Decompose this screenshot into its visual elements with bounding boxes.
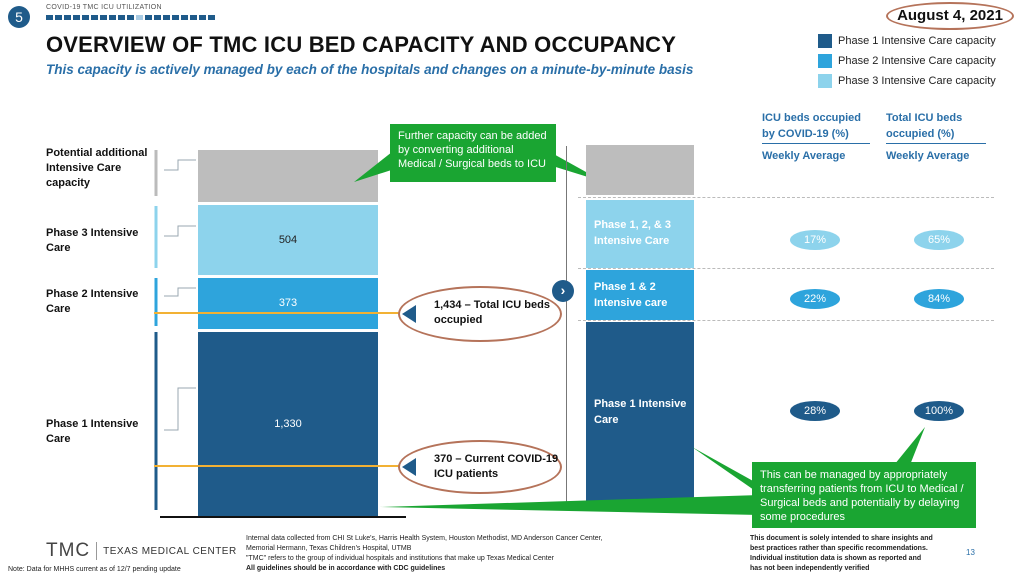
source-line: "TMC" refers to the group of individual … (246, 555, 554, 562)
bar-segment-phase2: 373 (198, 277, 378, 330)
page-subtitle: This capacity is actively managed by eac… (46, 62, 694, 77)
tmc-logo: TMC TEXAS MEDICAL CENTER (46, 540, 237, 562)
source-line: Memorial Hermann, Texas Children's Hospi… (246, 545, 412, 552)
right-bar-segment-phase123: Phase 1, 2, & 3 Intensive Care (586, 200, 694, 268)
legend-swatch-phase1 (818, 34, 832, 48)
logo-mark: TMC (46, 540, 91, 561)
data-label-phase1: 1,330 (274, 418, 302, 431)
bar-baseline (160, 516, 406, 518)
footer-disclaimer: This document is solely intended to shar… (750, 534, 933, 574)
footer-source: Internal data collected from CHI St Luke… (246, 534, 603, 574)
data-label-phase2: 373 (278, 297, 298, 310)
pill-covid-phase1: 28% (790, 401, 840, 421)
row-label-phase3: Phase 3 Intensive Care (46, 227, 139, 254)
row-divider (578, 197, 994, 198)
row-divider (578, 268, 994, 269)
legend-label: Phase 1 Intensive Care capacity (838, 35, 996, 47)
bar-segment-phase1: 1,330 (198, 332, 378, 516)
callout-covid-patients: 370 – Current COVID-19 ICU patients (398, 440, 562, 494)
legend-label: Phase 2 Intensive Care capacity (838, 55, 996, 67)
legend-item-phase1: Phase 1 Intensive Care capacity (818, 34, 996, 48)
column-subheader-covid: Weekly Average (762, 150, 846, 162)
column-subheader-total: Weekly Average (886, 150, 970, 162)
slide-number: 13 (966, 548, 975, 557)
callout-managed-note: This can be managed by appropriately tra… (752, 462, 976, 528)
header-rule (762, 143, 870, 144)
page-number-badge: 5 (8, 6, 30, 28)
column-header-covid: ICU beds occupied by COVID-19 (%) (762, 112, 862, 140)
disclaimer-line: Individual institution data is shown as … (750, 555, 922, 562)
section-kicker: COVID-19 TMC ICU UTILIZATION (46, 4, 162, 11)
legend-swatch-phase3 (818, 74, 832, 88)
logo-wordmark: TEXAS MEDICAL CENTER (103, 545, 237, 557)
data-label-phase3: 504 (278, 233, 298, 246)
callout-further-capacity: Further capacity can be added by convert… (390, 124, 556, 182)
row-label-phase2: Phase 2 Intensive Care (46, 288, 139, 315)
section-progress-bar (46, 15, 215, 20)
callout-total-occupied: 1,434 – Total ICU beds occupied (398, 286, 562, 342)
legend-item-phase2: Phase 2 Intensive Care capacity (818, 54, 996, 68)
legend-label: Phase 3 Intensive Care capacity (838, 75, 996, 87)
chevron-right-icon: › (552, 280, 574, 302)
pill-total-phase123: 65% (914, 230, 964, 250)
bar-segment-phase3: 504 (198, 205, 378, 275)
page-title: OVERVIEW OF TMC ICU BED CAPACITY AND OCC… (46, 32, 677, 57)
disclaimer-line: best practices rather than specific reco… (750, 545, 928, 552)
pill-covid-phase12: 22% (790, 289, 840, 309)
source-line: Internal data collected from CHI St Luke… (246, 535, 603, 542)
row-divider (578, 320, 994, 321)
row-label-phase1: Phase 1 Intensive Care (46, 418, 139, 445)
legend-item-phase3: Phase 3 Intensive Care capacity (818, 74, 996, 88)
stacked-capacity-bar: 504 373 1,330 (198, 150, 378, 516)
legend-swatch-phase2 (818, 54, 832, 68)
row-label-potential: Potential additional Intensive Care capa… (46, 147, 148, 189)
row-bracket-connectors (154, 150, 196, 510)
header-rule (886, 143, 986, 144)
pill-total-phase1: 100% (914, 401, 964, 421)
column-header-total: Total ICU beds occupied (%) (886, 112, 963, 140)
reference-line-total-occupied (154, 311, 400, 314)
section-divider (566, 146, 567, 506)
right-bar-segment-phase1: Phase 1 Intensive Care (586, 322, 694, 506)
pill-covid-phase123: 17% (790, 230, 840, 250)
disclaimer-line: This document is solely intended to shar… (750, 535, 933, 542)
source-line: All guidelines should be in accordance w… (246, 565, 446, 572)
reference-line-covid-patients (154, 464, 400, 467)
right-bar-segment-potential (586, 145, 694, 195)
date-badge: August 4, 2021 (886, 2, 1014, 30)
right-bar-segment-phase12: Phase 1 & 2 Intensive care (586, 270, 694, 320)
disclaimer-line: has not been independently verified (750, 565, 870, 572)
footer-note: Note: Data for MHHS current as of 12/7 p… (8, 566, 181, 573)
pill-total-phase12: 84% (914, 289, 964, 309)
bar-segment-potential (198, 150, 378, 202)
